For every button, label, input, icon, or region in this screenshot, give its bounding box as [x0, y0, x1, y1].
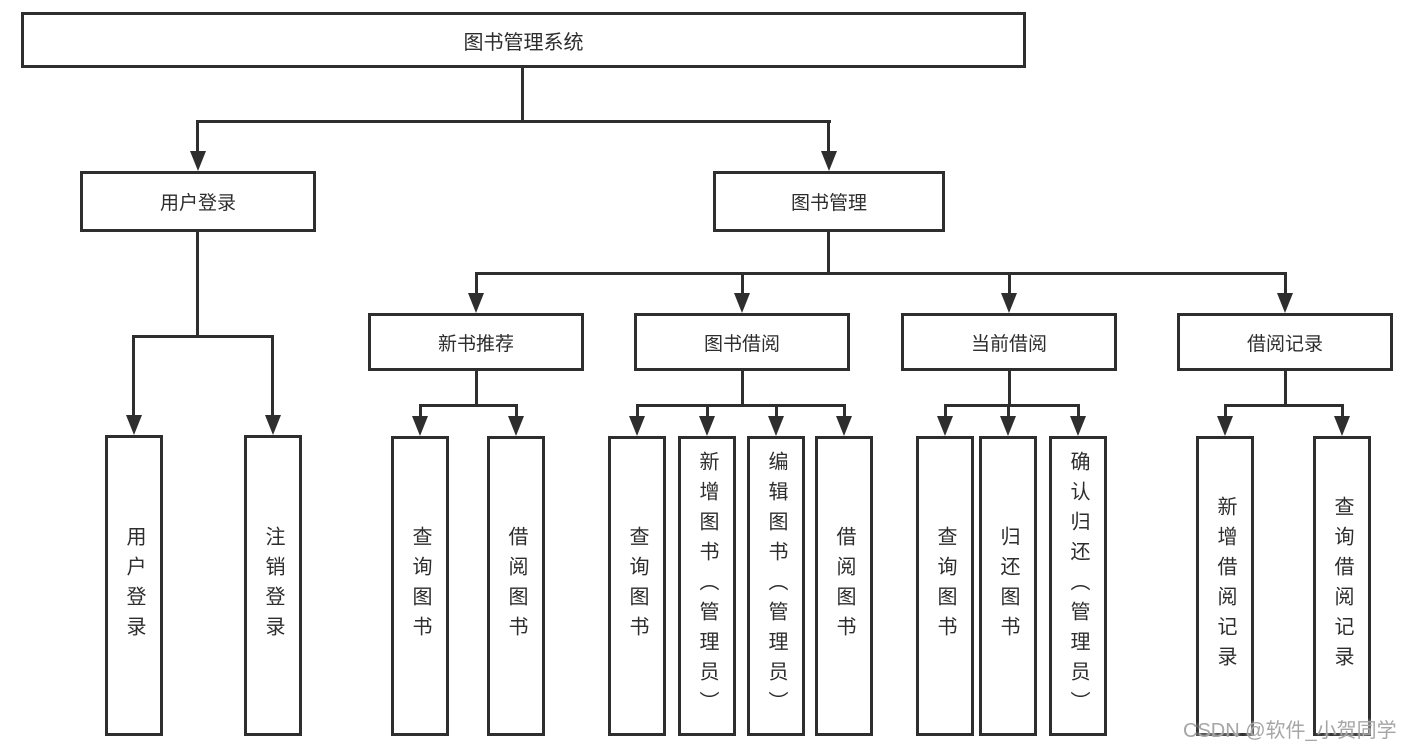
node-borrowing-records: 借阅记录	[1177, 313, 1393, 371]
connector-new-books-stem	[475, 371, 478, 404]
node-borrowing-edit-books-admin: 编辑图书（管理员）	[747, 436, 805, 736]
connector-leaf-drop	[944, 404, 947, 417]
node-current-borrowing: 当前借阅	[901, 313, 1117, 371]
node-label: 借阅图书	[833, 526, 855, 646]
connector-leaf-drop	[419, 404, 422, 417]
node-label: 归还图书	[997, 526, 1019, 646]
node-label: 图书管理	[790, 193, 867, 214]
connector-leaf-drop	[775, 404, 778, 417]
connector-to-book-borrow	[741, 272, 744, 294]
connector-root-stem	[521, 68, 524, 120]
arrow-down-icon	[836, 416, 852, 436]
node-borrowing-query-books: 查询图书	[608, 436, 666, 736]
arrow-down-icon	[699, 416, 715, 436]
arrow-down-icon	[1277, 293, 1293, 313]
node-label: 确认归还（管理员）	[1067, 451, 1089, 721]
node-label: 用户登录	[159, 193, 236, 214]
connector-mgmt-stem	[827, 232, 830, 272]
node-current-confirm-return-admin: 确认归还（管理员）	[1049, 436, 1107, 736]
arrow-down-icon	[821, 151, 837, 171]
connector-level3-rail	[475, 272, 1286, 275]
arrow-down-icon	[190, 151, 206, 171]
connector-leaf-drop	[636, 404, 639, 417]
connector-current-rail	[945, 404, 1079, 407]
node-current-return-books: 归还图书	[979, 436, 1037, 736]
arrow-down-icon	[412, 416, 428, 436]
node-label: 新增图书（管理员）	[696, 451, 718, 721]
connector-leaf-drop	[1007, 404, 1010, 417]
connector-to-logout-leaf	[271, 335, 274, 416]
node-borrowing-borrow-books: 借阅图书	[815, 436, 873, 736]
connector-leaf-drop	[706, 404, 709, 417]
arrow-down-icon	[265, 415, 281, 435]
connector-borrowing-rail	[637, 404, 845, 407]
connector-new-books-rail	[419, 404, 517, 407]
connector-to-user-login	[196, 120, 199, 153]
node-new-book-recommend: 新书推荐	[368, 313, 584, 371]
node-label: 编辑图书（管理员）	[765, 451, 787, 721]
arrow-down-icon	[508, 416, 524, 436]
watermark-text: CSDN @软件_小贺同学	[1183, 720, 1397, 742]
node-label: 查询图书	[409, 526, 431, 646]
connector-to-current-borrow	[1008, 272, 1011, 294]
arrow-down-icon	[468, 293, 484, 313]
node-logout-leaf: 注销登录	[244, 435, 302, 736]
node-book-management: 图书管理	[713, 171, 945, 232]
node-book-borrowing: 图书借阅	[634, 313, 850, 371]
node-label: 当前借阅	[970, 333, 1047, 355]
arrow-down-icon	[1334, 416, 1350, 436]
connector-leaf-drop	[1224, 404, 1227, 417]
node-label: 借阅图书	[505, 526, 527, 646]
node-label: 图书借阅	[703, 333, 780, 355]
node-new-books-borrow-books: 借阅图书	[487, 436, 545, 736]
node-label: 查询图书	[626, 526, 648, 646]
node-current-query-books: 查询图书	[916, 436, 974, 736]
node-records-add-borrow-record: 新增借阅记录	[1196, 436, 1254, 736]
connector-leaf-drop	[843, 404, 846, 417]
connector-to-new-books	[475, 272, 478, 294]
connector-to-login-leaf	[132, 335, 135, 416]
arrow-down-icon	[1001, 293, 1017, 313]
connector-to-borrow-records	[1284, 272, 1287, 294]
connector-records-stem	[1284, 371, 1287, 404]
arrow-down-icon	[1000, 416, 1016, 436]
node-user-login-leaf: 用户登录	[105, 435, 163, 736]
arrow-down-icon	[937, 416, 953, 436]
node-label: 查询图书	[934, 526, 956, 646]
connector-borrowing-stem	[741, 371, 744, 404]
connector-login-rail	[133, 335, 274, 338]
connector-leaf-drop	[1341, 404, 1344, 417]
connector-leaf-drop	[1077, 404, 1080, 417]
arrow-down-icon	[768, 416, 784, 436]
connector-to-book-management	[827, 120, 830, 153]
node-label: 查询借阅记录	[1331, 496, 1353, 676]
node-label: 借阅记录	[1246, 333, 1323, 355]
arrow-down-icon	[629, 416, 645, 436]
node-borrowing-add-books-admin: 新增图书（管理员）	[678, 436, 736, 736]
node-label: 新增借阅记录	[1214, 496, 1236, 676]
arrow-down-icon	[1217, 416, 1233, 436]
arrow-down-icon	[126, 415, 142, 435]
node-library-management-system: 图书管理系统	[21, 12, 1026, 68]
connector-current-stem	[1008, 371, 1011, 404]
connector-records-rail	[1225, 404, 1343, 407]
arrow-down-icon	[1070, 416, 1086, 436]
connector-leaf-drop	[515, 404, 518, 417]
arrow-down-icon	[734, 293, 750, 313]
node-label: 新书推荐	[437, 333, 514, 355]
connector-login-stem	[196, 232, 199, 335]
node-label: 注销登录	[262, 525, 284, 646]
connector-level2-rail	[197, 120, 831, 123]
node-user-login: 用户登录	[80, 171, 316, 232]
node-label: 用户登录	[123, 525, 145, 646]
node-records-query-borrow-record: 查询借阅记录	[1313, 436, 1371, 736]
node-label: 图书管理系统	[463, 31, 584, 54]
node-new-books-query-books: 查询图书	[391, 436, 449, 736]
